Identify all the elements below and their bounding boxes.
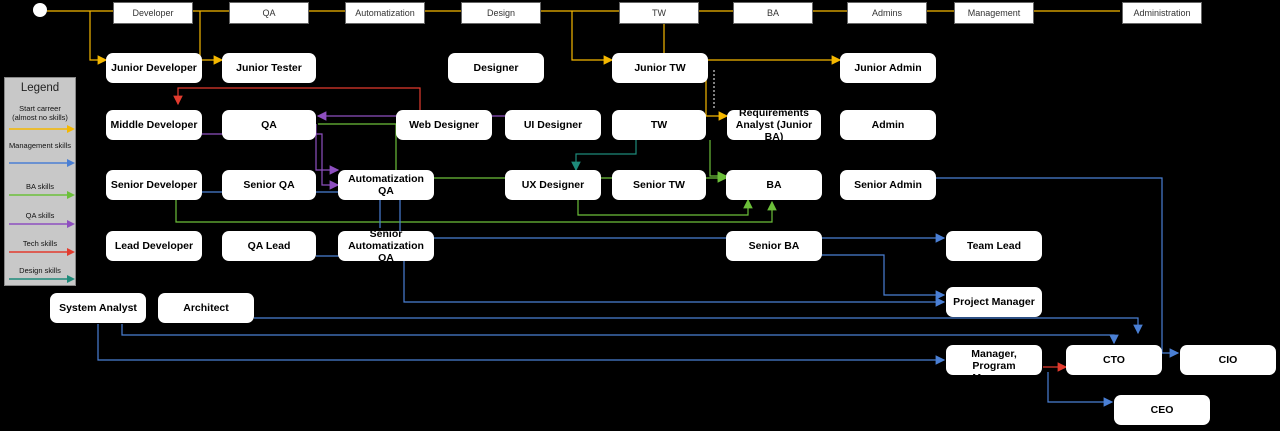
legend-arrow-ba-icon [9,191,75,199]
node-senior-automatization-qa[interactable]: Senior Automatization QA [338,228,434,264]
legend-title: Legend [20,82,60,94]
legend-arrow-start-career-icon [9,125,75,133]
node-qa[interactable]: QA [222,110,316,140]
legend: Legend Start carreer (almost no skills) … [4,77,76,286]
node-junior-tw[interactable]: Junior TW [612,53,708,83]
column-header-design: Design [461,2,541,24]
node-team-lead[interactable]: Team Lead [946,231,1042,261]
node-senior-developer[interactable]: Senior Developer [106,170,202,200]
node-admin[interactable]: Admin [840,110,936,140]
node-automatization-qa[interactable]: Automatization QA [338,170,434,200]
node-ui-designer[interactable]: UI Designer [505,110,601,140]
legend-item-start-career: Start carreer (almost no skills) [12,104,68,122]
legend-item-tech: Tech skills [22,239,58,248]
node-lead-developer[interactable]: Lead Developer [106,231,202,261]
node-junior-tester[interactable]: Junior Tester [222,53,316,83]
legend-arrow-qa-icon [9,220,75,228]
column-header-automatization: Automatization [345,2,425,24]
legend-item-qa: QA skills [25,211,55,220]
node-system-analyst[interactable]: System Analyst [50,293,146,323]
legend-item-design: Design skills [19,266,61,275]
node-senior-admin[interactable]: Senior Admin [840,170,936,200]
node-ceo[interactable]: CEO [1114,395,1210,425]
legend-item-management: Management skills [8,141,72,150]
design-skill-lines [571,140,637,172]
node-project-manager[interactable]: Project Manager [946,287,1042,317]
column-header-tw: TW [619,2,699,24]
legend-arrow-design-icon [9,275,75,283]
tech-skill-lines [173,87,1068,372]
column-header-management: Management [954,2,1034,24]
start-career-lines [47,10,1120,121]
node-web-designer[interactable]: Web Designer [396,110,492,140]
node-ux-designer[interactable]: UX Designer [505,170,601,200]
column-header-administration: Administration [1122,2,1202,24]
legend-item-ba: BA skills [26,182,54,191]
column-header-admins: Admins [847,2,927,24]
node-cto[interactable]: CTO [1066,345,1162,375]
node-ba[interactable]: BA [726,170,822,200]
node-senior-ba[interactable]: Senior BA [726,231,822,261]
node-requirements-analyst[interactable]: Requirements Analyst (Junior BA) [727,107,821,143]
node-product-manager[interactable]: Product Manager, Program Manager [946,336,1042,384]
node-senior-qa[interactable]: Senior QA [222,170,316,200]
node-architect[interactable]: Architect [158,293,254,323]
node-junior-developer[interactable]: Junior Developer [106,53,202,83]
node-qa-lead[interactable]: QA Lead [222,231,316,261]
node-senior-tw[interactable]: Senior TW [612,170,706,200]
node-designer[interactable]: Designer [448,53,544,83]
legend-arrow-tech-icon [9,248,75,256]
node-junior-admin[interactable]: Junior Admin [840,53,936,83]
node-cio[interactable]: CIO [1180,345,1276,375]
column-header-developer: Developer [113,2,193,24]
node-middle-developer[interactable]: Middle Developer [106,110,202,140]
column-header-ba: BA [733,2,813,24]
node-tw[interactable]: TW [612,110,706,140]
column-header-qa: QA [229,2,309,24]
start-point [33,3,47,17]
legend-arrow-management-icon [9,159,75,167]
